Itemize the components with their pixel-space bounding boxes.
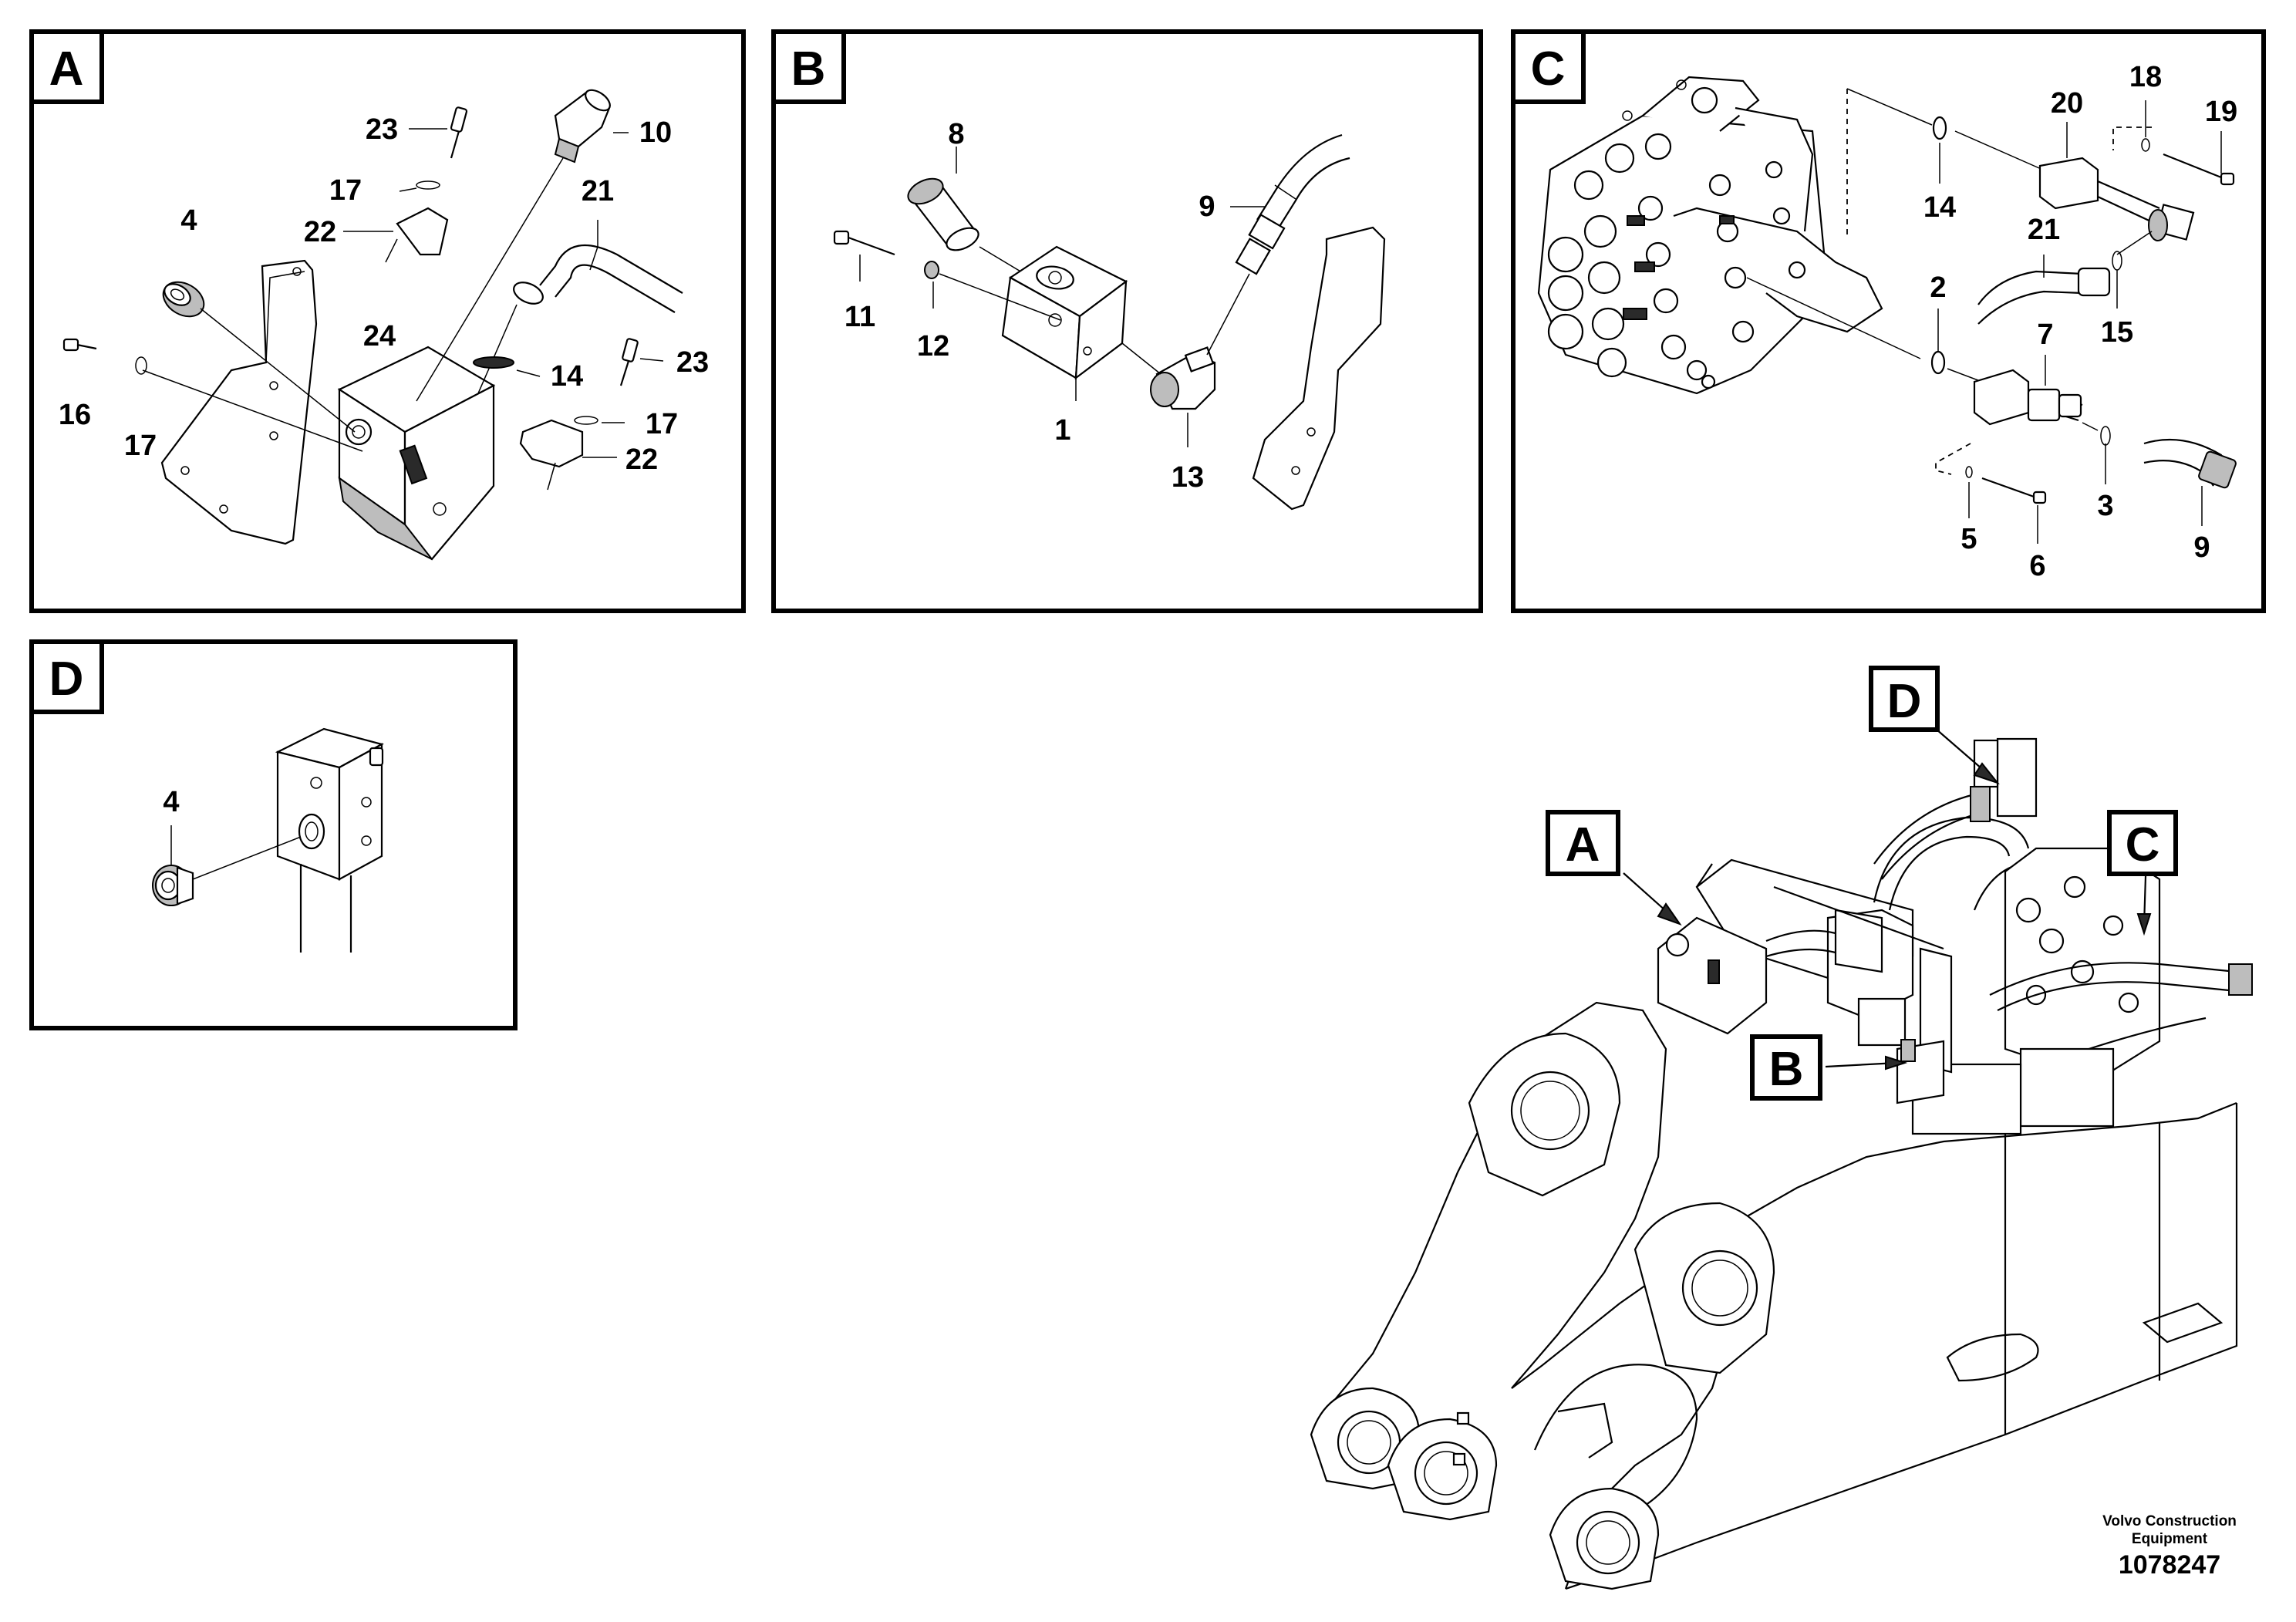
callout-b: B (1769, 1043, 1804, 1096)
panel-b-label-3: 11 (845, 301, 875, 333)
front-lugs (1310, 1387, 1660, 1590)
panel-c-label-3: 19 (2205, 96, 2237, 128)
panel-c-label-6: 2 (1930, 271, 1946, 304)
panel-c-label-12: 9 (2193, 531, 2210, 564)
control-valve-assembly (1537, 76, 1883, 395)
panel-a-label-3: 17 (329, 174, 362, 207)
washer-12 (924, 261, 939, 279)
screw-19 (2163, 153, 2235, 186)
o-ring-14 (473, 356, 514, 369)
panel-a-letter: A (49, 42, 84, 96)
washer-5 (1965, 466, 1973, 478)
washer-17-left (135, 356, 147, 375)
panel-b-letter: B (791, 42, 826, 96)
callout-a-box (1546, 810, 1620, 876)
panel-c-letter-box (1511, 29, 1586, 104)
o-ring-14-c (1932, 116, 1947, 140)
panel-d-letter-box (29, 639, 104, 714)
screw-23-right (619, 338, 639, 386)
document-number: 1078247 (2119, 1550, 2220, 1580)
panel-a-label-13: 22 (625, 443, 658, 476)
panel-a-label-6: 4 (180, 204, 197, 237)
panel-d-letter: D (49, 653, 84, 706)
panel-a-label-2: 10 (639, 116, 672, 149)
panel-a-label-11: 14 (551, 360, 583, 393)
panel-c: C (1511, 29, 2266, 613)
panel-c-label-2: 20 (2051, 87, 2083, 120)
company-line-2: Equipment (2132, 1531, 2208, 1547)
panel-a-label-1: 23 (366, 113, 398, 146)
panel-a-label-10: 17 (124, 430, 157, 462)
valve-block-d (275, 727, 384, 953)
panel-c-label-10: 5 (1961, 523, 1977, 555)
elbow-13 (1150, 346, 1216, 410)
hose-9-c (2143, 438, 2237, 489)
panel-c-label-8: 7 (2037, 319, 2053, 351)
panel-c-letter: C (1531, 42, 1566, 96)
callout-c: C (2126, 818, 2160, 872)
panel-a: A (29, 29, 746, 613)
machine-overview: D A C B (1310, 666, 2253, 1590)
plug-4 (162, 281, 205, 318)
panel-c-label-4: 14 (1923, 191, 1956, 224)
panel-d: D 4 (29, 639, 518, 1030)
panel-c-label-5: 21 (2028, 214, 2060, 246)
flange-20 (2038, 157, 2195, 241)
panel-a-label-7: 24 (363, 320, 396, 352)
callout-d-box (1869, 666, 1940, 732)
screw-6 (1981, 477, 2047, 504)
panel-a-label-12: 17 (646, 408, 678, 440)
screw-23-top (450, 106, 468, 159)
panel-b: B (771, 29, 1483, 613)
panel-a-label-9: 16 (59, 399, 91, 431)
hose-21-c (1977, 255, 2111, 325)
hydraulic-assembly (1657, 737, 2253, 1135)
panel-c-label-11: 6 (2029, 550, 2045, 582)
panel-b-label-4: 12 (917, 330, 949, 363)
callout-c-box (2107, 810, 2178, 876)
valve-block-right (403, 384, 495, 561)
screw-16 (62, 338, 97, 352)
panel-d-label-1: 4 (163, 786, 179, 818)
hose-9 (1235, 133, 1350, 275)
panel-c-label-9: 3 (2097, 490, 2113, 522)
callout-a: A (1566, 818, 1600, 872)
bracket-b (1252, 226, 1386, 511)
washer-18 (2141, 138, 2150, 152)
panel-b-label-1: 8 (948, 118, 964, 150)
panel-a-label-4: 21 (582, 175, 614, 207)
clamp-22-top (396, 207, 449, 256)
hose-21 (513, 244, 683, 313)
panel-d-frame (29, 639, 518, 1030)
panel-b-letter-box (771, 29, 846, 104)
panel-b-label-6: 13 (1172, 461, 1204, 494)
panel-b-label-2: 9 (1199, 191, 1215, 223)
panel-a-letter-box (29, 29, 104, 104)
frame-slot (1946, 1333, 2039, 1382)
o-ring-2-c (1930, 350, 1946, 375)
panel-c-label-1: 18 (2129, 61, 2162, 93)
elbow-fitting-10 (554, 89, 611, 164)
mounting-bracket (160, 259, 318, 545)
screw-11 (833, 230, 895, 256)
washer-17-right (574, 416, 598, 425)
plug-4-d (152, 865, 194, 906)
clamp-22-right (519, 419, 584, 468)
adapter-8 (907, 177, 979, 251)
panel-c-label-7: 15 (2101, 316, 2133, 349)
panel-a-label-8: 23 (676, 346, 709, 379)
panel-a-label-5: 22 (304, 216, 336, 248)
callout-d: D (1887, 675, 1922, 728)
flange-7 (1973, 369, 2083, 426)
callout-b-box (1750, 1034, 1822, 1101)
panel-b-label-5: 1 (1054, 414, 1070, 447)
company-line-1: Volvo Construction (2102, 1513, 2237, 1529)
washer-17-top (416, 180, 440, 190)
